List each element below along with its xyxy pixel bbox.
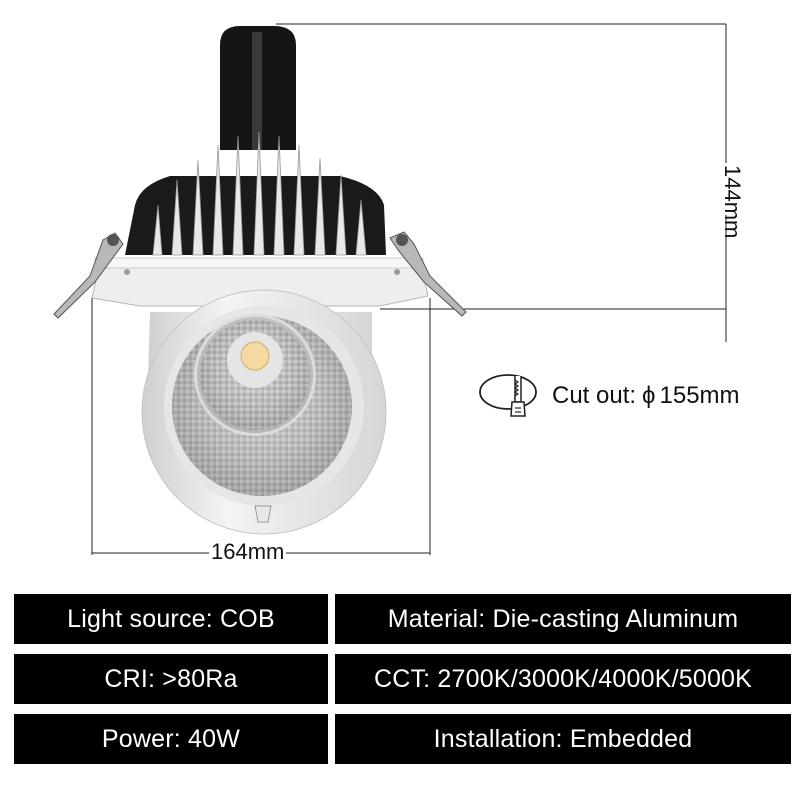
spec-cri: CRI: >80Ra	[14, 654, 328, 704]
ceiling-cutout-saw-icon	[478, 368, 542, 425]
tilt-tab	[254, 505, 272, 523]
cutout-value: 155mm	[659, 382, 740, 409]
diameter-symbol: ϕ	[642, 382, 656, 409]
spring-clip-left	[53, 232, 124, 319]
yoke-bracket	[220, 26, 296, 150]
spec-installation: Installation: Embedded	[335, 714, 791, 764]
height-dimension-label: 144mm	[720, 163, 745, 239]
spec-light-source: Light source: COB	[14, 594, 328, 644]
reflector	[172, 314, 352, 496]
spec-cct: CCT: 2700K/3000K/4000K/5000K	[335, 654, 791, 704]
product-image	[53, 23, 727, 555]
spring-clip-right	[389, 231, 467, 317]
cutout-label: Cut out:	[552, 382, 637, 409]
heatsink	[125, 131, 386, 256]
trim-ring	[91, 257, 429, 307]
spec-material: Material: Die-casting Aluminum	[335, 594, 791, 644]
spec-power: Power: 40W	[14, 714, 328, 764]
cob-led-chip	[240, 341, 270, 371]
width-dimension-label: 164mm	[209, 539, 287, 564]
